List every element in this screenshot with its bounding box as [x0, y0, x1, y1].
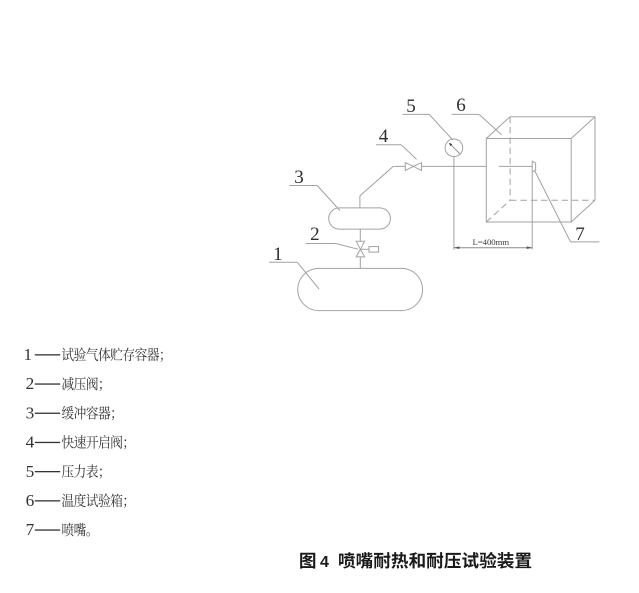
svg-text:2: 2 — [310, 224, 320, 245]
svg-text:3: 3 — [294, 167, 304, 188]
svg-text:2: 2 — [26, 374, 35, 393]
svg-text:4: 4 — [379, 126, 389, 147]
svg-text:6: 6 — [456, 95, 466, 116]
svg-text:5: 5 — [406, 96, 416, 117]
svg-text:1: 1 — [24, 345, 33, 364]
svg-text:L=400mm: L=400mm — [473, 237, 510, 247]
svg-text:7: 7 — [575, 224, 585, 245]
svg-text:1: 1 — [273, 244, 283, 265]
svg-text:6: 6 — [26, 491, 35, 510]
svg-text:3: 3 — [26, 403, 35, 422]
svg-text:4: 4 — [26, 433, 35, 452]
svg-text:7: 7 — [26, 520, 35, 539]
svg-text:4: 4 — [320, 554, 329, 571]
svg-text:5: 5 — [26, 462, 35, 481]
